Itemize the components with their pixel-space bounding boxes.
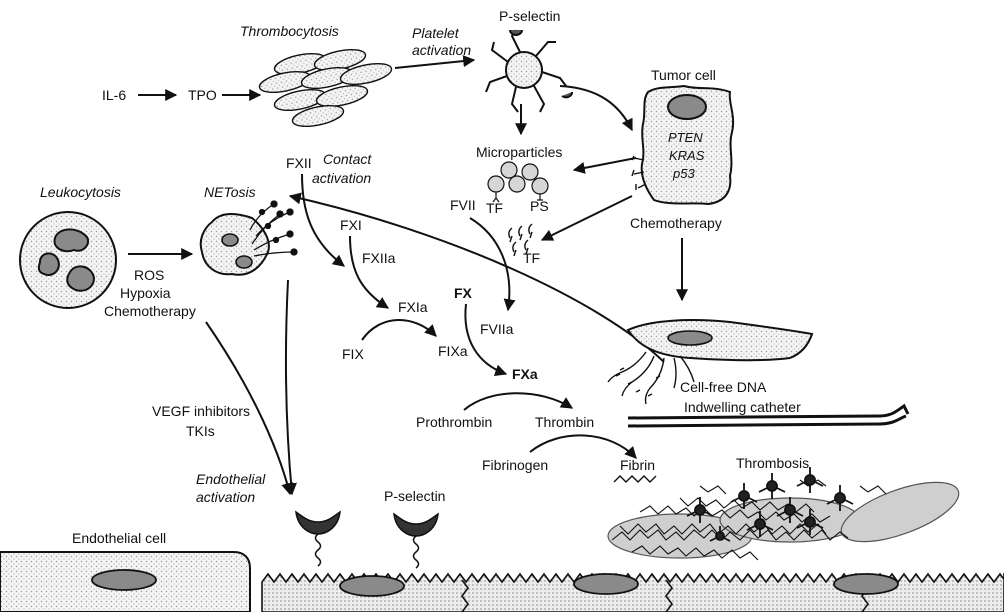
- fix-label: FIX: [342, 346, 364, 362]
- chemotherapy-right-label: Chemotherapy: [630, 215, 722, 231]
- netosis-label: NETosis: [204, 184, 256, 200]
- tumor-cell-label: Tumor cell: [651, 67, 716, 83]
- endothelial-nucleus-icon: [667, 330, 713, 346]
- fxii-label: FXII: [286, 155, 312, 171]
- p53-label: p53: [672, 166, 695, 181]
- fxi-label: FXI: [340, 217, 362, 233]
- arrow-fvii-fviia: [469, 217, 516, 312]
- platelets-cluster-icon: [258, 48, 393, 128]
- leukocyte-nucleus-icon: [37, 228, 96, 292]
- tumor-cell-icon: [640, 84, 735, 206]
- activated-endothelial-cell-icon: [626, 319, 814, 362]
- endothelial-nucleus-4-icon: [833, 573, 899, 595]
- ps-label: PS: [530, 198, 549, 214]
- fviia-label: FVIIa: [480, 321, 514, 337]
- kras-label: KRAS: [669, 148, 705, 163]
- fibrin-strand-icon: [613, 475, 657, 483]
- fxa-label: FXa: [512, 366, 538, 382]
- tf-label-2: TF: [523, 250, 540, 266]
- fixa-label: FIXa: [438, 343, 468, 359]
- tf-label-1: TF: [486, 200, 503, 216]
- arrow-prothrombin-thrombin: [463, 392, 574, 411]
- platelet-activation-label-1: Platelet: [412, 25, 460, 41]
- pten-label: PTEN: [668, 130, 703, 145]
- endothelial-nucleus-2-icon: [339, 575, 405, 597]
- vegf-inhibitors-label: VEGF inhibitors: [152, 403, 250, 419]
- fvii-label: FVII: [450, 197, 476, 213]
- p-selectin-receptor-left-icon: [295, 510, 341, 567]
- thrombosis-label: Thrombosis: [736, 455, 809, 471]
- endothelial-nucleus-3-icon: [573, 573, 639, 595]
- endothelial-nucleus-1-icon: [91, 569, 157, 591]
- thrombin-label: Thrombin: [535, 414, 594, 430]
- endothelial-activation-label-2: activation: [196, 489, 255, 505]
- thrombus-icon: [607, 467, 960, 561]
- arrow-netosis-endothelial: [284, 279, 297, 496]
- arrow-fxii-fxiia: [301, 173, 345, 267]
- activated-platelet-icon: [485, 29, 573, 113]
- endothelial-activation-label-1: Endothelial: [196, 471, 266, 487]
- il6-label: IL-6: [102, 87, 126, 103]
- arrow-platelet-tumor: [559, 85, 633, 132]
- arrow-fxi-fxia: [349, 235, 390, 309]
- contact-activation-label-1: Contact: [323, 151, 372, 167]
- fxiia-label: FXIIa: [362, 250, 396, 266]
- leukocytosis-label: Leukocytosis: [40, 184, 121, 200]
- prothrombin-label: Prothrombin: [416, 414, 492, 430]
- tpo-label: TPO: [188, 87, 217, 103]
- arrow-fix-fixa: [361, 319, 437, 341]
- p-selectin-top-label: P-selectin: [499, 8, 560, 24]
- arrow-chemo-endothelial: [205, 321, 294, 496]
- catheter-icon: [627, 403, 910, 428]
- fxia-label: FXIa: [398, 299, 428, 315]
- arrow-platelet-activation: [394, 55, 476, 69]
- tf-molecules-icon: [508, 223, 533, 257]
- cell-free-dna-icon: [607, 351, 695, 405]
- hypoxia-label: Hypoxia: [120, 285, 171, 301]
- arrow-fx-fxa: [464, 303, 508, 377]
- microparticles-label: Microparticles: [476, 144, 562, 160]
- contact-activation-label-2: activation: [312, 170, 371, 186]
- p-selectin-receptor-right-icon: [393, 512, 439, 569]
- endothelial-cell-label: Endothelial cell: [72, 530, 166, 546]
- ros-label: ROS: [134, 267, 164, 283]
- p-selectin-bottom-label: P-selectin: [384, 488, 445, 504]
- thrombocytosis-label: Thrombocytosis: [240, 23, 339, 39]
- tkis-label: TKIs: [186, 423, 215, 439]
- arrow-fibrinogen-fibrin: [529, 434, 637, 459]
- fibrinogen-label: Fibrinogen: [482, 457, 548, 473]
- endothelium-layer: [0, 551, 1004, 612]
- leukocyte-icon: [19, 211, 117, 309]
- arrow-tumor-microparticles: [572, 157, 637, 174]
- indwelling-catheter-label: Indwelling catheter: [684, 399, 801, 415]
- platelet-activation-label-2: activation: [412, 42, 471, 58]
- tumor-nucleus-icon: [667, 94, 707, 120]
- chemotherapy-left-label: Chemotherapy: [104, 303, 196, 319]
- fibrin-label: Fibrin: [620, 457, 655, 473]
- arrow-tumor-tf: [540, 195, 633, 241]
- netosis-nucleus-icon: [221, 233, 253, 269]
- net-dna-strands-icon: [249, 200, 298, 257]
- microparticles-icon: [487, 161, 549, 203]
- fx-label: FX: [454, 285, 473, 301]
- cell-free-dna-label: Cell-free DNA: [680, 379, 767, 395]
